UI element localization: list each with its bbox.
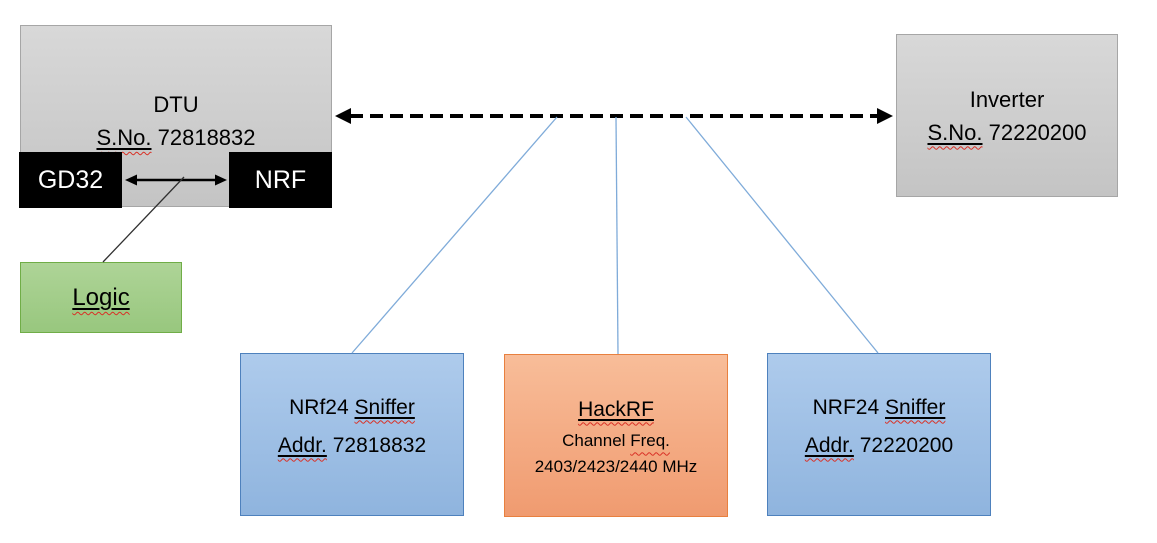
hackrf-channel-word: Channel — [562, 430, 626, 450]
hackrf-title: HackRF — [578, 397, 654, 421]
logic-label: Logic — [72, 284, 130, 311]
hackrf-frequencies: 2403/2423/2440 MHz — [534, 456, 698, 476]
dtu-serial-number: 72818832 — [157, 125, 256, 150]
sniffer-right-address: 72220200 — [859, 433, 954, 457]
addr-label-wrap: Addr. — [278, 434, 327, 457]
logic-label-wrap: Logic — [72, 281, 129, 314]
sniffer-left-addr-line: Addr. 72818832 — [278, 427, 426, 465]
hackrf-freq-word: Freq. — [630, 430, 670, 450]
inverter-serial-label: S.No. — [927, 119, 983, 145]
addr-label-wrap: Addr. — [805, 434, 854, 457]
sniffer-right-box: NRF24 Sniffer Addr. 72220200 — [767, 353, 991, 516]
gd32-chip: GD32 — [19, 152, 122, 208]
nrf-chip: NRF — [229, 152, 332, 208]
sniffer-right-addr-line: Addr. 72220200 — [805, 427, 953, 465]
sniffer-right-model: NRF24 — [812, 395, 880, 419]
hackrf-box: HackRF Channel Freq. 2403/2423/2440 MHz — [504, 354, 728, 517]
sniffer-right-addr-label: Addr. — [804, 433, 854, 457]
logic-box: Logic — [20, 262, 182, 333]
nrf-label: NRF — [254, 165, 307, 194]
hackrf-title-wrap: HackRF — [578, 398, 654, 421]
serial-label-wrap: S.No. — [96, 125, 151, 150]
dtu-serial-label: S.No. — [96, 125, 152, 150]
sniffer-left-addr-label: Addr. — [277, 433, 327, 457]
arrowhead-left-icon — [335, 108, 351, 124]
sniffer-left-role: Sniffer — [354, 395, 415, 419]
sniffer-left-model: NRf24 — [289, 395, 349, 419]
link-to-sniffer-left-line — [351, 116, 558, 354]
sniffer-left-address: 72818832 — [332, 433, 427, 457]
sniffer-word-wrap: Sniffer — [885, 396, 945, 419]
freq-word-wrap: Freq. — [630, 431, 670, 450]
inverter-box: Inverter S.No. 72220200 — [896, 34, 1118, 197]
inverter-serial-number: 72220200 — [988, 119, 1087, 145]
inverter-serial-line: S.No. 72220200 — [927, 116, 1086, 149]
sniffer-right-role: Sniffer — [885, 395, 946, 419]
link-to-hackrf-line — [615, 116, 619, 355]
link-to-sniffer-right-line — [685, 116, 879, 354]
dtu-serial-line: S.No. 72818832 — [96, 121, 255, 154]
dtu-title: DTU — [153, 92, 199, 117]
arrowhead-right-icon — [877, 108, 893, 124]
sniffer-left-box: NRf24 Sniffer Addr. 72818832 — [240, 353, 464, 516]
sniffer-word-wrap: Sniffer — [355, 396, 415, 419]
gd32-label: GD32 — [37, 165, 104, 194]
hackrf-channel-line: Channel Freq. — [562, 428, 670, 454]
sniffer-right-title: NRF24 Sniffer — [813, 389, 946, 427]
hackrf-title-line: HackRF — [578, 392, 654, 428]
sniffer-left-title: NRf24 Sniffer — [289, 389, 415, 427]
dtu-inverter-dashed-arrow — [335, 108, 893, 124]
serial-label-wrap: S.No. — [927, 120, 982, 145]
inverter-title: Inverter — [969, 86, 1045, 112]
